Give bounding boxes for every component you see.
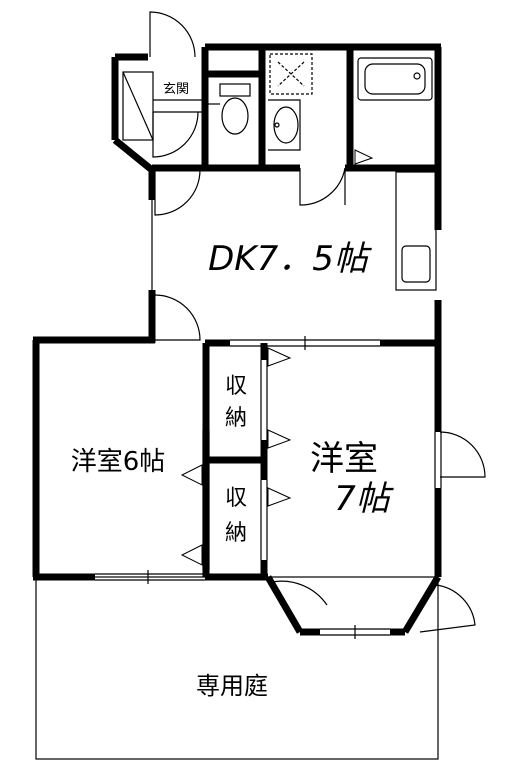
toilet-icon — [207, 83, 251, 135]
storage-lower-label-line1: 収 — [225, 486, 247, 511]
door-markers — [180, 149, 374, 566]
washbasin-icon — [268, 99, 301, 151]
western-room-7-label-line1: 洋室 — [310, 439, 378, 479]
storage-upper-label-line1: 収 — [225, 374, 247, 399]
storage-upper-label-line2: 納 — [225, 406, 247, 431]
door-swings — [149, 11, 486, 633]
dining-kitchen-label: DK7．5帖 — [208, 239, 373, 279]
bathtub-icon — [357, 57, 433, 101]
entrance-label: 玄関 — [163, 82, 189, 97]
storage-lower-label-line2: 納 — [225, 521, 247, 546]
kitchen-sink-icon — [401, 245, 431, 283]
interior-lines — [95, 71, 442, 639]
western-room-6-label: 洋室6帖 — [71, 447, 166, 477]
western-room-7-label-line2: 7帖 — [334, 479, 395, 519]
private-garden-label: 専用庭 — [196, 672, 268, 700]
washing-machine-icon — [269, 53, 313, 95]
private-garden-area — [35, 576, 439, 760]
